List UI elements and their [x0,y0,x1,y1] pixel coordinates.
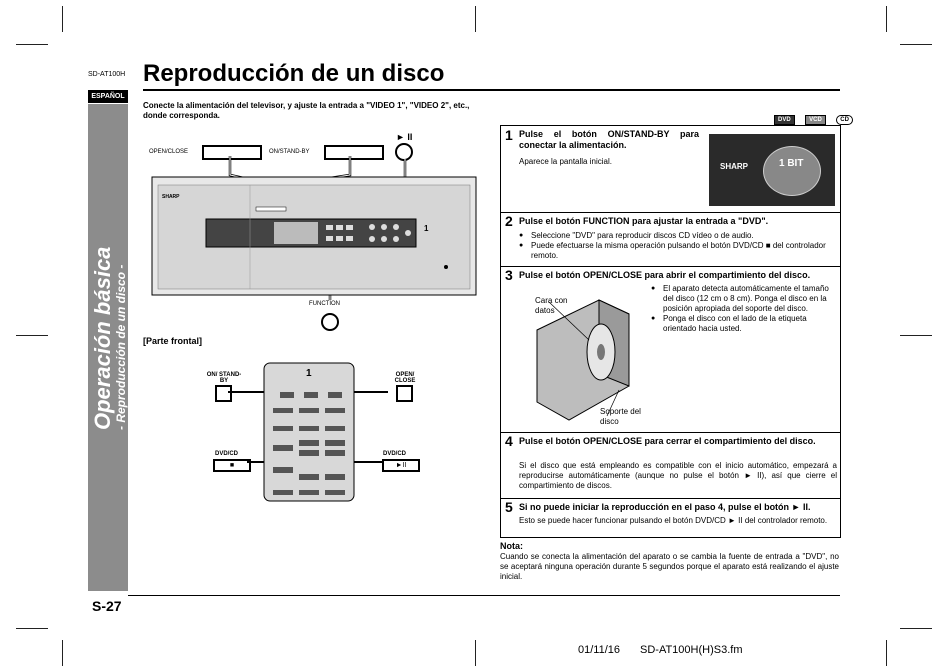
on-standby-button [324,145,384,160]
crop-mark [62,6,63,32]
remote-dvdcd-stop-key: ■ [213,459,251,472]
sidebar-band [88,104,128,591]
remote-illustration: 1 [228,362,388,502]
step-heading: Pulse el botón ON/STAND-BY para conectar… [519,129,699,150]
crop-mark [475,640,476,666]
step-heading: Si no puede iniciar la reproducción en e… [519,502,811,512]
disc-badge-cd: CD [836,115,853,125]
label-remote-on-standby: ON/ STAND-BY [206,372,242,384]
note-text: Cuando se conecta la alimentación del ap… [500,552,839,581]
function-button [321,313,339,331]
page-title: Reproducción de un disco [143,60,445,87]
language-badge: ESPAÑOL [88,90,128,103]
crop-mark [16,335,48,336]
disc-badge-dvd: DVD [774,115,795,125]
label-function: FUNCTION [309,301,340,307]
initial-screen-image: SHARP 1 BIT [709,134,835,206]
remote-open-close-key [396,385,413,402]
step-5: 5 Si no puede iniciar la reproducción en… [501,498,840,537]
unit-illustration: SHARP 1 [151,156,477,300]
label-play-pause: ► II [396,132,413,142]
svg-text:1: 1 [424,224,429,233]
intro-text: Conecte la alimentación del televisor, y… [143,101,470,120]
label-on-standby: ON/STAND-BY [269,149,310,155]
label-remote-open-close: OPEN/ CLOSE [394,372,416,384]
step-4: 4 Pulse el botón OPEN/CLOSE para cerrar … [501,432,840,499]
bottom-rule [128,595,840,596]
crop-mark [886,6,887,32]
step-number: 2 [505,213,513,229]
screen-disc [763,146,821,196]
steps-panel: 1 Pulse el botón ON/STAND-BY para conect… [500,125,841,538]
step-heading: Pulse el botón OPEN/CLOSE para abrir el … [519,270,811,280]
callout-data-side: Cara con datos [535,296,568,315]
label-remote-dvdcd-play: DVD/CD [383,451,407,457]
svg-text:SHARP: SHARP [162,194,180,200]
step-body: Esto se puede hacer funcionar pulsando e… [519,516,828,525]
step-bullet: Seleccione "DVD" para reproducir discos … [519,231,837,241]
page-number: S-27 [92,598,122,614]
disc-tray-illustration [536,299,630,421]
crop-mark [900,44,932,45]
step-bullet: Ponga el disco con el lado de la etiquet… [651,314,835,334]
step-body: El aparato detecta automáticamente el ta… [651,284,835,334]
screen-brand: SHARP [720,162,749,171]
crop-mark [16,628,48,629]
label-remote-dvdcd-stop: DVD/CD [215,451,239,457]
screen-logo: 1 BIT [779,158,804,169]
step-1: 1 Pulse el botón ON/STAND-BY para conect… [501,126,840,213]
step-2: 2 Pulse el botón FUNCTION para ajustar l… [501,212,840,267]
crop-mark [886,640,887,666]
crop-mark [900,335,932,336]
step-body: Seleccione "DVD" para reproducir discos … [519,231,837,261]
footer-date: 01/11/16 [578,644,621,656]
front-panel-label: [Parte frontal] [143,336,203,346]
step-heading: Pulse el botón FUNCTION para ajustar la … [519,216,769,226]
step-number: 1 [505,127,513,143]
note-heading: Nota: [500,541,523,551]
step-heading: Pulse el botón OPEN/CLOSE para cerrar el… [519,436,816,446]
step-body: Si el disco que está empleando es compat… [519,461,837,490]
sidebar-section-title: Operación básica [90,246,115,430]
step-3: 3 Pulse el botón OPEN/CLOSE para abrir e… [501,266,840,433]
callout-disc-holder: Soporte del disco [600,407,641,426]
open-close-button [202,145,262,160]
crop-mark [900,628,932,629]
step-number: 3 [505,267,513,283]
disc-type-badges: DVD VCD CD [768,108,853,126]
model-code: SD-AT100H [88,71,126,78]
crop-mark [62,640,63,666]
step-number: 4 [505,433,513,449]
step-bullet: El aparato detecta automáticamente el ta… [651,284,835,314]
step-bullet: Puede efectuarse la misma operación puls… [519,241,837,261]
disc-badge-vcd: VCD [805,115,826,125]
sidebar-section-subtitle: - Reproducción de un disco - [114,264,128,430]
remote-dvdcd-play-key: ►II [382,459,420,472]
svg-text:1: 1 [306,368,312,379]
step-number: 5 [505,499,513,515]
crop-mark [16,44,48,45]
footer-filename: SD-AT100H(H)S3.fm [640,644,743,656]
remote-on-standby-key [215,385,232,402]
crop-mark [475,6,476,32]
label-open-close: OPEN/CLOSE [149,149,189,155]
step-body: Aparece la pantalla inicial. [519,157,612,166]
sidebar-title: Operación básica - Reproducción de un di… [90,246,128,430]
title-rule [143,89,840,91]
